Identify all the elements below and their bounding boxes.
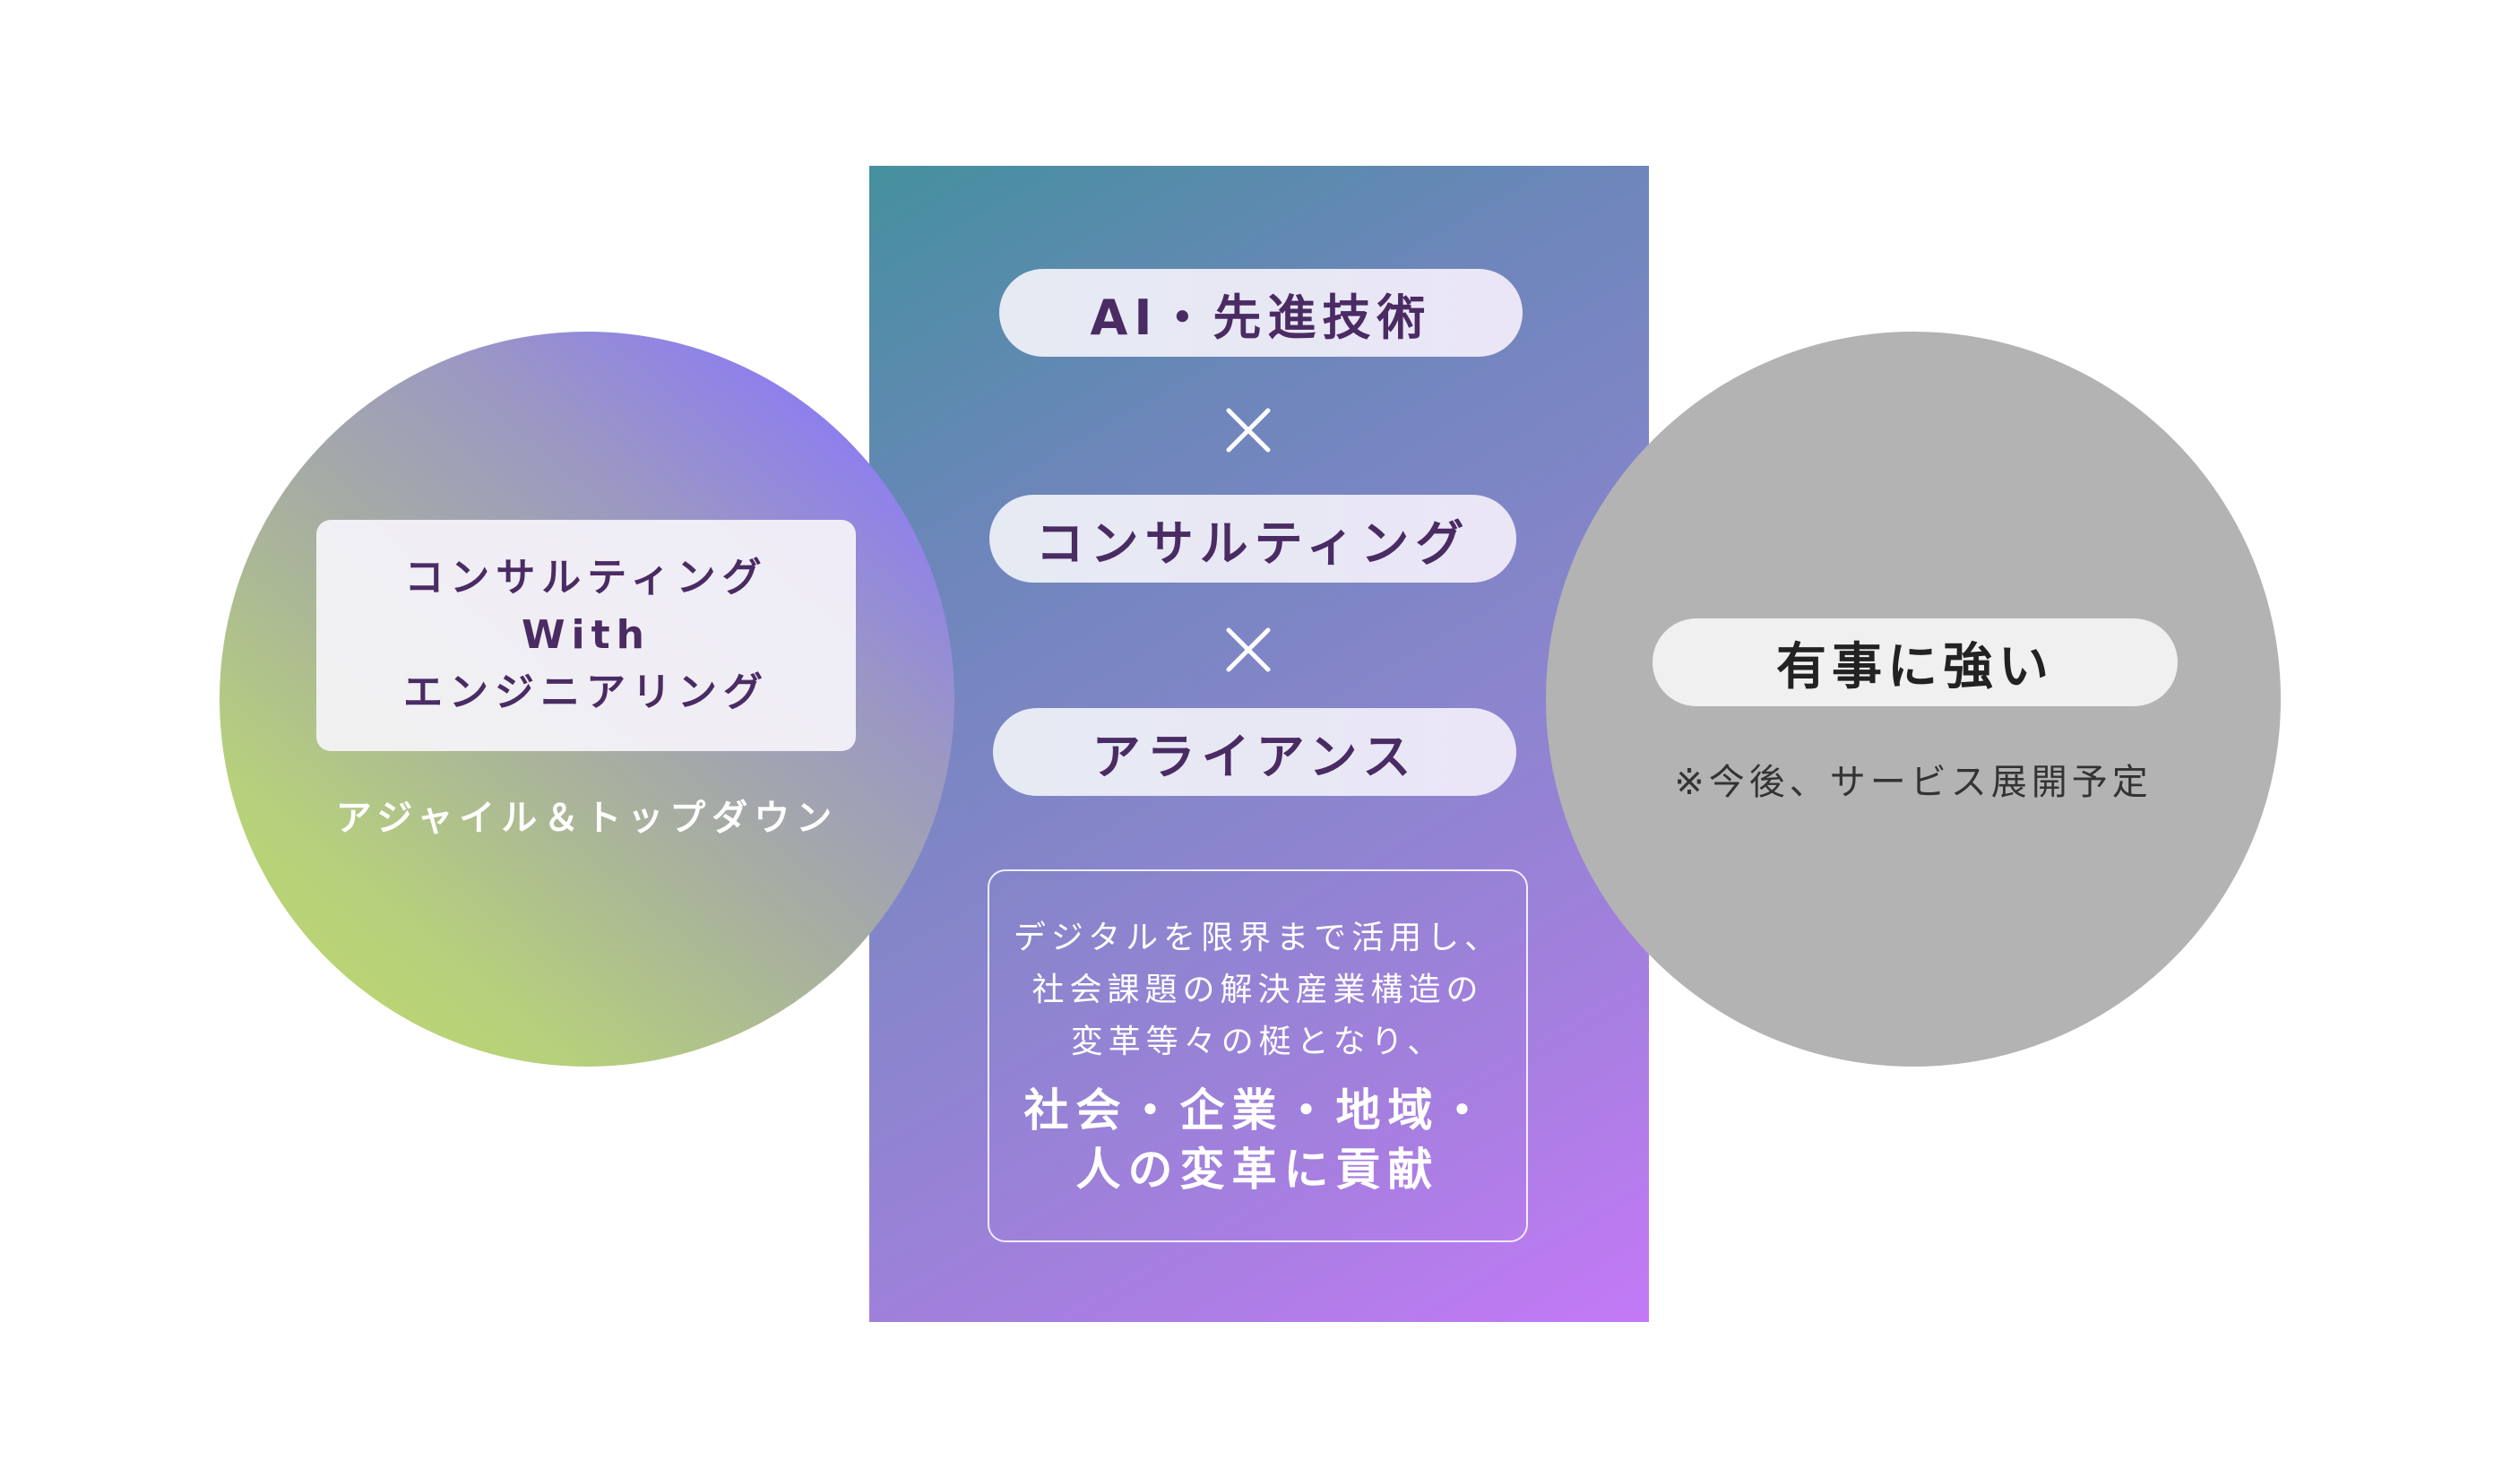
mission-line-3: 変革等々の梃となり、 bbox=[1070, 1024, 1446, 1060]
pill-consulting: コンサルティング bbox=[989, 495, 1516, 583]
left-card-line-2: With bbox=[522, 612, 651, 658]
times-icon bbox=[1213, 614, 1284, 686]
right-pill: 有事に強い bbox=[1653, 618, 2178, 706]
pill-alliance: アライアンス bbox=[993, 708, 1516, 796]
times-icon bbox=[1213, 394, 1284, 466]
left-subtitle: アジャイル＆トップダウン bbox=[335, 798, 839, 839]
pill-ai-tech: AI・先進技術 bbox=[999, 269, 1523, 357]
mission-headline-2: 人の変革に貢献 bbox=[1075, 1144, 1440, 1196]
mission-line-2: 社会課題の解決産業構造の bbox=[1031, 972, 1484, 1008]
mission-line-1: デジタルを限界まで活用し、 bbox=[1013, 920, 1503, 956]
right-note: ※今後、サービス展開予定 bbox=[1674, 762, 2153, 803]
left-card-line-3: エンジニアリング bbox=[403, 670, 769, 715]
mission-box: デジタルを限界まで活用し、 社会課題の解決産業構造の 変革等々の梃となり、 社会… bbox=[988, 869, 1528, 1242]
mission-headline-1: 社会・企業・地域・ bbox=[1023, 1084, 1492, 1136]
left-card: コンサルティング With エンジニアリング bbox=[316, 520, 856, 751]
left-card-line-1: コンサルティング bbox=[404, 555, 768, 601]
